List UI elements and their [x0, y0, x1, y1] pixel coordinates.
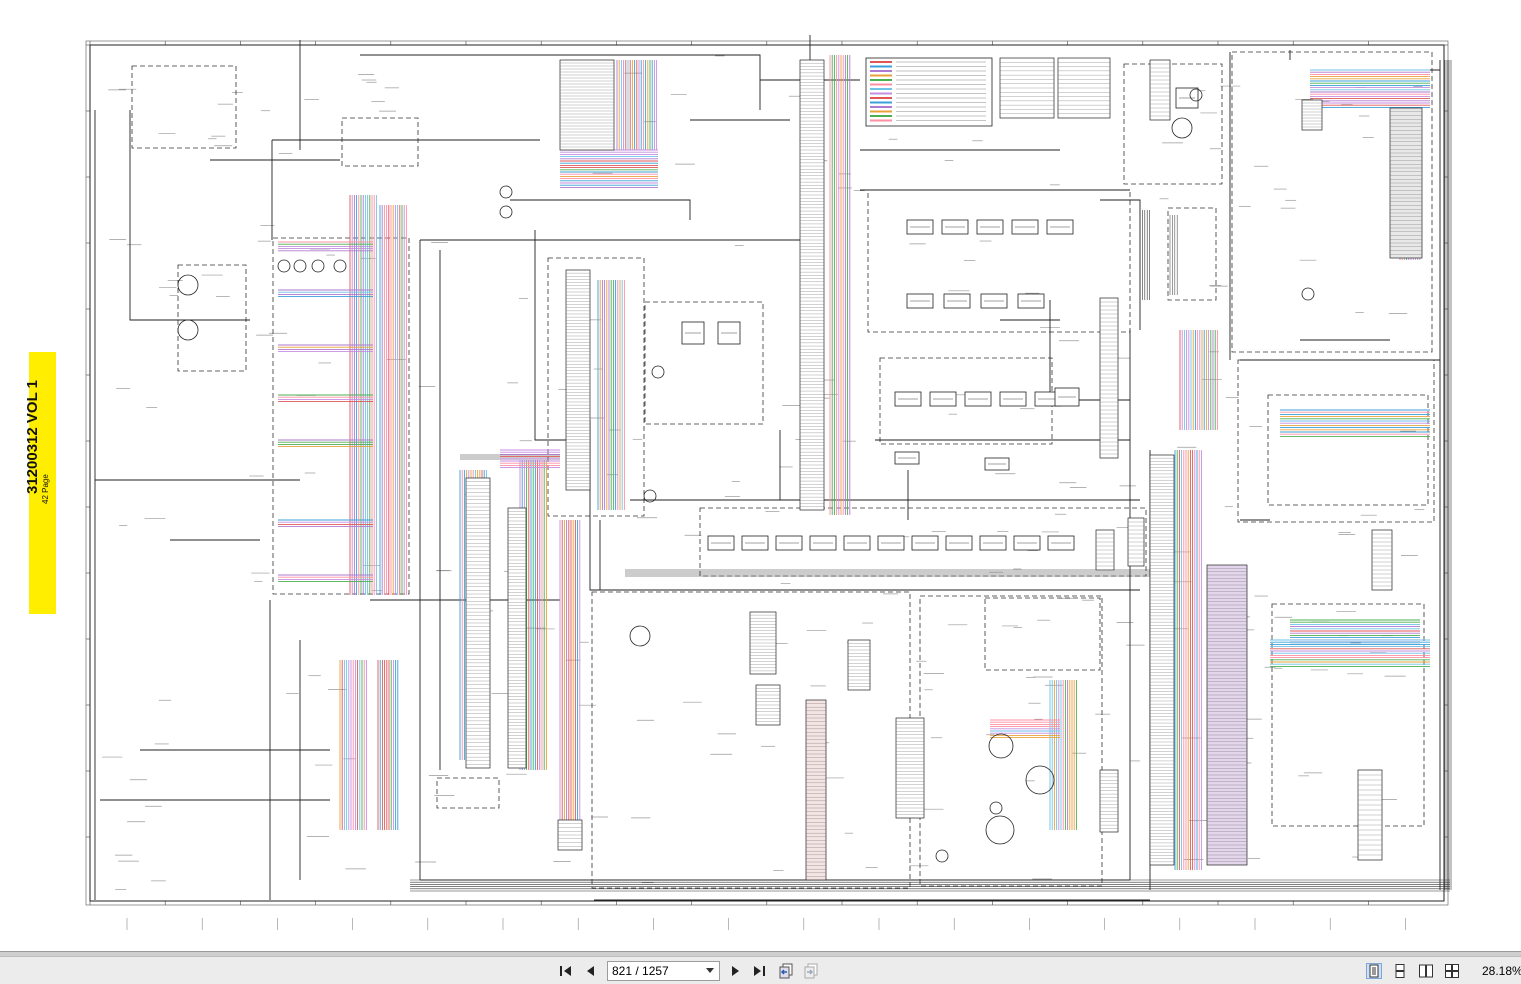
wiring-schematic [85, 35, 1452, 930]
first-page-icon[interactable] [558, 963, 574, 979]
pdf-page: 31200312 VOL 1 42 Page [0, 0, 1521, 952]
page-number-box[interactable] [607, 961, 720, 981]
last-page-icon[interactable] [751, 963, 767, 979]
previous-view-icon[interactable] [778, 963, 794, 979]
page-count-note: 42 Page [41, 474, 50, 504]
next-view-icon[interactable] [803, 963, 819, 979]
page-number-input[interactable] [608, 962, 702, 980]
previous-page-icon[interactable] [583, 963, 599, 979]
document-viewer[interactable]: 31200312 VOL 1 42 Page [0, 0, 1521, 956]
zoom-level[interactable]: 28.18% [1482, 964, 1521, 978]
facing-view-icon[interactable] [1418, 963, 1434, 979]
volume-label-strip [29, 352, 56, 614]
page-navigation-toolbar: 28.18% [0, 956, 1521, 984]
continuous-facing-view-icon[interactable] [1444, 963, 1460, 979]
chevron-down-icon[interactable] [702, 962, 718, 980]
volume-label-text: 31200312 VOL 1 [24, 380, 41, 494]
next-page-icon[interactable] [727, 963, 743, 979]
single-page-view-icon[interactable] [1366, 963, 1382, 979]
continuous-view-icon[interactable] [1392, 963, 1408, 979]
